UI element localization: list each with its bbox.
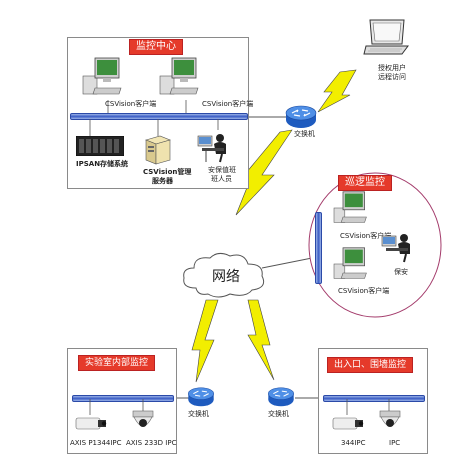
center-client2-label: CSVision客户端 xyxy=(202,100,254,108)
computer-icon xyxy=(333,191,367,223)
patrol-client1-label: CSVision客户端 xyxy=(340,232,392,240)
remote-label-2: 远程访问 xyxy=(378,73,406,81)
server-label-1: CSVision管理 xyxy=(143,168,192,176)
center-drop-lines xyxy=(89,100,219,136)
switch-top-label: 交换机 xyxy=(294,130,315,138)
dome-camera-icon xyxy=(132,410,154,427)
lab-switch-label: 交换机 xyxy=(188,410,209,418)
bolt-switch-network xyxy=(235,129,293,216)
entrance-bus xyxy=(323,395,425,402)
lab-bus xyxy=(72,395,174,402)
staff-label-1: 安保值班 xyxy=(208,166,236,174)
switch-lab-icon xyxy=(188,387,214,407)
patrol-client2-label: CSVision客户端 xyxy=(338,287,390,295)
center-client1-label: CSVision客户端 xyxy=(105,100,157,108)
entrance-camera1-label: 344IPC xyxy=(341,439,366,447)
patrol-zone-ellipse xyxy=(308,172,442,318)
storage-rack-icon xyxy=(76,136,124,156)
patrol-bus xyxy=(315,212,322,284)
staff-label-2: 班人员 xyxy=(211,175,232,183)
remote-label-1: 授权用户 xyxy=(378,64,406,72)
bolt-remote-switch xyxy=(317,69,357,113)
network-cloud-icon xyxy=(183,252,265,298)
bolt-network-lab xyxy=(191,299,219,383)
link-network-patrol xyxy=(261,257,313,269)
monitoring-center-box: 监控中心 CSVision客户端 CSVision客户端 IPSAN存储系统 xyxy=(67,37,253,189)
switch-entrance-icon xyxy=(268,387,294,407)
lab-camera2-label: AXIS 233D IPC xyxy=(126,439,177,447)
lab-title: 实验室内部监控 xyxy=(78,355,156,371)
entrance-camera2-label: IPC xyxy=(389,439,401,447)
bolt-network-entrance xyxy=(247,299,275,381)
monitoring-center-title: 监控中心 xyxy=(129,39,183,55)
server-icon xyxy=(145,135,171,165)
patrol-title: 巡逻监控 xyxy=(338,175,392,191)
computer-icon xyxy=(159,57,199,95)
box-camera-icon xyxy=(75,417,107,430)
computer-icon xyxy=(333,247,367,279)
switch-top-icon xyxy=(285,105,317,128)
lab-camera1-label: AXIS P1344IPC xyxy=(70,439,122,447)
storage-label: IPSAN存储系统 xyxy=(76,160,129,168)
dome-camera-icon xyxy=(379,410,401,427)
center-bus xyxy=(70,113,248,120)
server-label-2: 服务器 xyxy=(152,177,173,185)
guard-label: 保安 xyxy=(394,268,408,276)
entrance-title: 出入口、围墙监控 xyxy=(327,357,414,373)
guard-person-icon xyxy=(381,234,410,263)
entrance-drop-lines xyxy=(346,399,390,415)
entrance-box: 出入口、围墙监控 344IPC IPC xyxy=(318,348,428,454)
lab-drop-lines xyxy=(89,399,144,415)
staff-person-icon xyxy=(197,134,226,163)
laptop-icon xyxy=(363,19,409,55)
lab-box: 实验室内部监控 AXIS P1344IPC AXIS 233D IPC xyxy=(67,348,177,454)
computer-icon xyxy=(82,57,122,95)
entrance-switch-label: 交换机 xyxy=(268,410,289,418)
network-label: 网络 xyxy=(212,269,240,285)
box-camera-icon xyxy=(332,417,364,430)
